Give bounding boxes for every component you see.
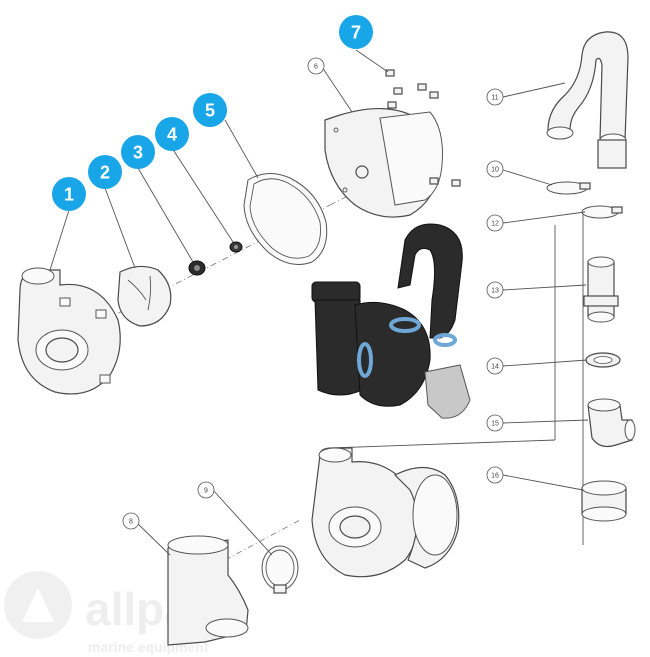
small-callouts: 6 8 9 10 11 12 13 14 15 16 [122, 57, 504, 530]
callout-14: 14 [486, 357, 504, 375]
callout-3: 3 [121, 135, 155, 169]
svg-text:1: 1 [64, 185, 74, 205]
leader-lines [136, 66, 589, 556]
callout-9: 9 [197, 481, 215, 499]
housing-gasket [243, 173, 328, 265]
union-nut [581, 480, 627, 522]
shaft-washer [229, 241, 243, 253]
big-leader-lines [49, 49, 389, 271]
svg-text:10: 10 [491, 167, 499, 174]
hose-tail [167, 535, 249, 646]
hose-clamp-lower [261, 545, 299, 594]
svg-text:15: 15 [491, 421, 499, 428]
pump-unit-lower [311, 447, 460, 578]
svg-text:11: 11 [491, 95, 498, 102]
callout-13: 13 [486, 281, 504, 299]
callout-8: 8 [122, 512, 140, 530]
svg-text:13: 13 [491, 288, 499, 295]
callout-16: 16 [486, 466, 504, 484]
big-callouts: 1 2 3 4 5 7 [52, 15, 373, 211]
hose-clamp-upper [546, 181, 591, 195]
hose-clamp-middle [581, 205, 623, 219]
svg-text:6: 6 [314, 64, 318, 71]
callout-7: 7 [339, 15, 373, 49]
svg-text:8: 8 [129, 519, 133, 526]
callout-11: 11 [486, 88, 504, 106]
impeller-plate [117, 265, 172, 327]
sealing-ring [585, 352, 621, 368]
elbow-fitting [587, 398, 636, 448]
svg-text:2: 2 [100, 163, 110, 183]
callout-2: 2 [88, 155, 122, 189]
callout-12: 12 [486, 214, 504, 232]
motor-bracket [324, 108, 443, 218]
callout-15: 15 [486, 414, 504, 432]
svg-text:5: 5 [205, 101, 215, 121]
svg-text:12: 12 [491, 221, 499, 228]
pump-volute-housing [17, 267, 121, 395]
callout-1: 1 [52, 177, 86, 211]
svg-text:9: 9 [204, 488, 208, 495]
svg-text:3: 3 [133, 143, 143, 163]
screws [385, 69, 461, 187]
assembled-pump [311, 223, 471, 419]
callout-6: 6 [307, 57, 325, 75]
callout-4: 4 [155, 117, 189, 151]
callout-10: 10 [486, 160, 504, 178]
pipe-adapter [583, 256, 619, 323]
impeller-nut [188, 260, 206, 276]
svg-text:7: 7 [351, 23, 361, 43]
callout-5: 5 [193, 93, 227, 127]
svg-text:16: 16 [491, 473, 499, 480]
svg-text:14: 14 [491, 364, 499, 371]
hose-bend [546, 31, 629, 169]
svg-text:4: 4 [167, 125, 177, 145]
